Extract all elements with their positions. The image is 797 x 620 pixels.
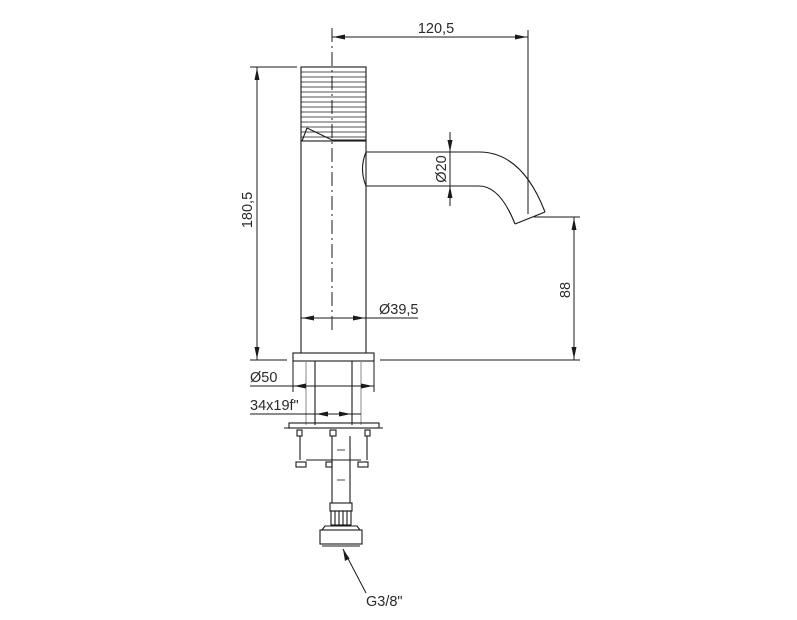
- label-spout-reach: 120,5: [418, 21, 454, 37]
- connector-nut: [319, 525, 363, 547]
- dimension-spout-reach: 120,5: [332, 21, 529, 214]
- label-outlet-height: 88: [558, 282, 574, 298]
- dimension-spout-diameter: Ø20: [434, 132, 453, 206]
- label-mounting-thread: 34x19f": [250, 398, 299, 414]
- base-flange: [292, 352, 375, 362]
- dimension-total-height: 180,5: [240, 66, 297, 361]
- dimension-mounting-thread: 34x19f": [250, 398, 361, 417]
- fixing-plate: [284, 422, 383, 468]
- callout-supply-connection: G3/8": [342, 548, 403, 610]
- label-base-diameter: Ø50: [250, 370, 277, 386]
- label-spout-diameter: Ø20: [434, 155, 450, 182]
- supply-tube: [329, 436, 353, 526]
- dimension-body-diameter: Ø39,5: [301, 302, 419, 321]
- label-body-diameter: Ø39,5: [379, 302, 419, 318]
- spout: [361, 151, 546, 225]
- dimension-base-diameter: Ø50: [250, 361, 375, 392]
- mounting-shank: [305, 361, 362, 425]
- lever-handle: [300, 66, 367, 142]
- label-total-height: 180,5: [240, 192, 256, 228]
- faucet-body: [300, 141, 367, 353]
- dimension-outlet-height: 88: [380, 216, 580, 361]
- label-supply-connection: G3/8": [366, 594, 403, 610]
